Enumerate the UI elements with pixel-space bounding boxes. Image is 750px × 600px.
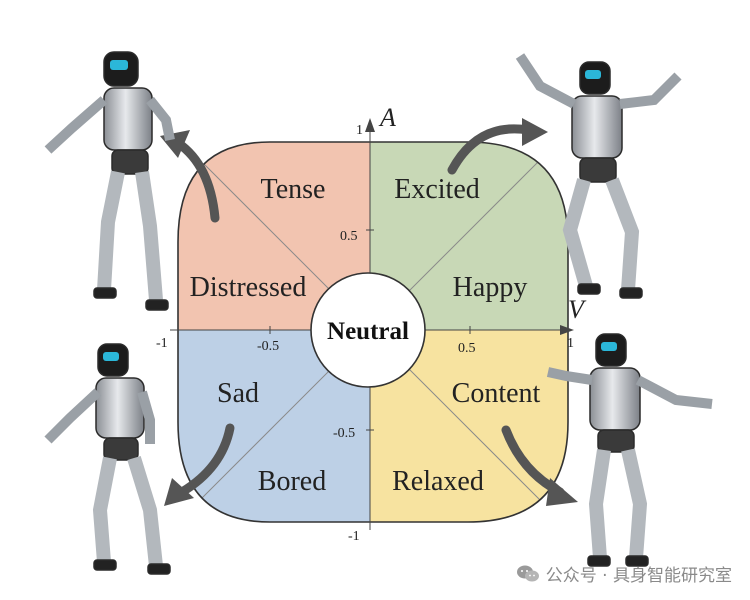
arrow-to-top-right-robot [447, 124, 533, 175]
watermark-text: 公众号 · 具身智能研究室 [545, 566, 732, 586]
tick-a-1: 1 [356, 123, 363, 138]
neutral-label: Neutral [327, 318, 409, 345]
emotion-relaxed: Relaxed [392, 466, 484, 497]
emotion-tense: Tense [261, 174, 326, 205]
tick-a-neg05: -0.5 [333, 426, 355, 441]
tick-v-1: 1 [567, 336, 574, 351]
axis-a-label: A [378, 103, 396, 132]
a-axis-arrowhead [365, 118, 375, 132]
arrow-to-top-left-robot [173, 138, 220, 223]
tick-v-neg05: -0.5 [257, 339, 279, 354]
wechat-icon [516, 565, 539, 581]
emotion-bored: Bored [258, 466, 326, 497]
neutral-circle [310, 272, 426, 388]
emotion-sad: Sad [217, 378, 259, 409]
emotion-content: Content [452, 378, 541, 409]
robot-bottom-right [546, 333, 713, 567]
arrowhead-top-right [522, 118, 548, 146]
tick-v-neg1: -1 [156, 336, 168, 351]
tick-a-neg1: -1 [348, 529, 360, 544]
arrow-to-bottom-left-robot [177, 423, 235, 497]
robot-top-left [44, 51, 175, 311]
emotion-distressed: Distressed [190, 272, 307, 303]
emotion-excited: Excited [394, 174, 480, 205]
tick-v-05: 0.5 [458, 341, 476, 356]
axis-v-label: V [568, 295, 587, 324]
arrowhead-bottom-left [164, 478, 194, 506]
arrowhead-bottom-right [546, 478, 578, 506]
emotion-happy: Happy [453, 272, 528, 303]
robot-bottom-left [44, 343, 171, 575]
v-axis-arrowhead [560, 325, 574, 335]
robot-top-right [515, 53, 682, 299]
watermark: 公众号 · 具身智能研究室 [516, 561, 732, 586]
tick-a-05: 0.5 [340, 229, 358, 244]
squircle-outline [177, 141, 569, 523]
